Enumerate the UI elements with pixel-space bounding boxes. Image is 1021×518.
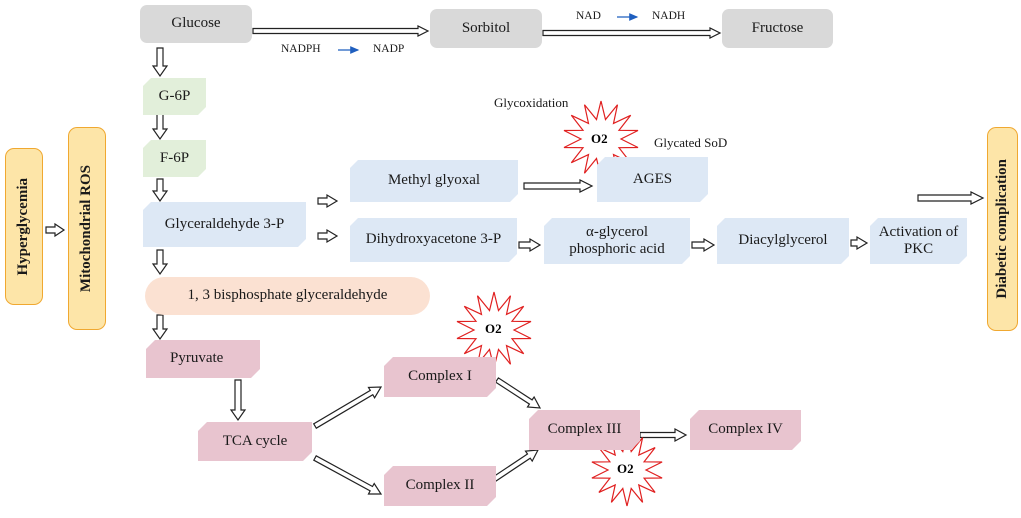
fructose-node: Fructose [722,9,833,48]
arrow-pyruvate-tca [229,379,247,422]
nadp-label: NADP [373,43,405,55]
arrow-diacylglycerol-pkc [850,235,869,251]
glucose-node: Glucose [140,5,252,43]
arrow-complexiii-complexiv [639,427,688,443]
activation-pkc-node: Activation of PKC [870,218,967,264]
sorbitol-node: Sorbitol [430,9,542,48]
arrow-g6p-f6p [151,113,169,141]
o2-text-complex-iii: O2 [617,461,634,476]
complex-iii-node: Complex III [529,410,640,450]
arrow-glyceraldehyde-bisphosphate [151,249,169,276]
alpha-glycerol-node: α-glycerol phosphoric acid [544,218,690,264]
mitochondrial-ros-box: Mitochondrial ROS [68,127,106,330]
complex-iv-node: Complex IV [690,410,801,450]
tca-cycle-node: TCA cycle [198,422,312,461]
bisphosphate-glyceraldehyde-node: 1, 3 bisphosphate glyceraldehyde [145,277,430,315]
arrow-dihydroxyacetone-alphaglycerol [518,237,542,253]
arrow-f6p-glyceraldehyde [151,178,169,203]
arrow-bisphosphate-pyruvate [151,314,169,341]
nadh-label: NADH [652,10,686,22]
arrow-hyperglycemia-ros [45,222,66,238]
dihydroxyacetone-node: Dihydroxyacetone 3-P [350,218,517,262]
diacylglycerol-node: Diacylglycerol [717,218,849,264]
arrow-glucose-sorbitol [252,25,430,37]
arrow-alphaglycerol-diacylglycerol [691,237,716,253]
o2-text-complex-i: O2 [485,321,502,336]
arrow-glyceraldehyde-dihydroxyacetone [317,228,339,244]
g6p-node: G-6P [143,78,206,115]
arrow-complexi-complexiii [494,377,542,409]
glyceraldehyde-3p-node: Glyceraldehyde 3-P [143,202,306,247]
glycoxidation-label: Glycoxidation [494,95,569,110]
arrow-glyceraldehyde-methylglyoxal [317,193,339,209]
arrow-pkc-diabetic [917,191,985,205]
f6p-node: F-6P [143,140,206,177]
complex-ii-node: Complex II [384,466,496,506]
arrow-tca-complexii [312,454,383,495]
methyl-glyoxal-node: Methyl glyoxal [350,160,518,202]
hyperglycemia-box: Hyperglycemia [5,148,43,305]
o2-text-glycoxidation: O2 [591,131,608,146]
arrow-methylglyoxal-ages [523,179,594,193]
ages-node: AGES [597,157,708,202]
diabetic-complication-box: Diabetic complication [987,127,1018,331]
arrow-glucose-g6p [151,47,169,78]
nadph-label: NADPH [281,43,321,55]
arrow-tca-complexi [312,386,383,430]
arrow-sorbitol-fructose [542,27,722,39]
nad-label: NAD [576,10,601,22]
glycated-sod-label: Glycated SoD [654,135,728,150]
o2-burst-complex-iii [591,433,663,507]
complex-i-node: Complex I [384,357,496,397]
pyruvate-node: Pyruvate [146,340,260,378]
